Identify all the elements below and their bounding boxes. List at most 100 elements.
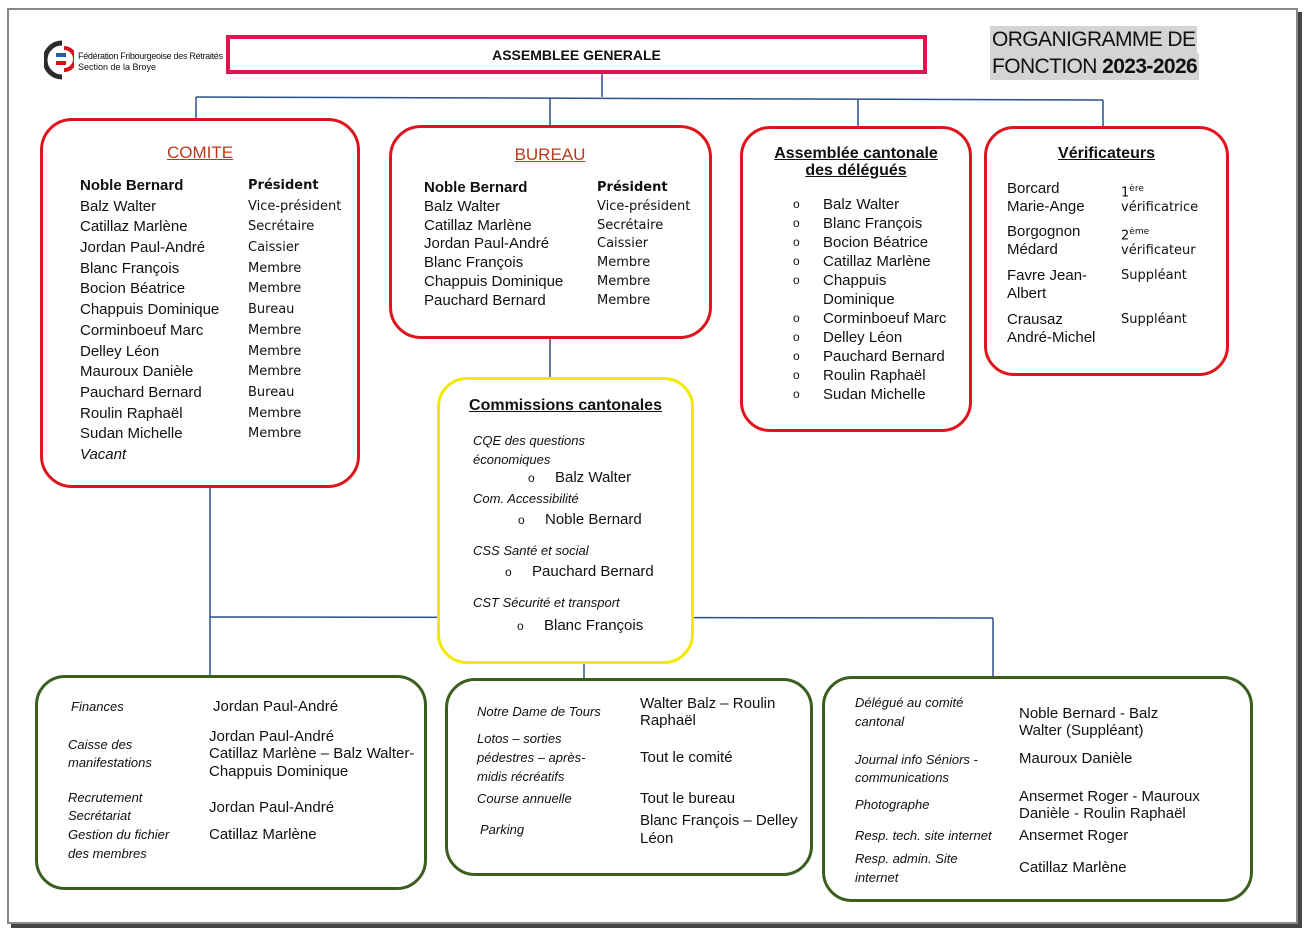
cantonale-member: o Roulin Raphaël	[793, 366, 946, 385]
resp-admin-label-2: internet	[855, 870, 899, 885]
verificateur-name-2: Marie-Ange	[1007, 198, 1085, 215]
bullet-icon: o	[517, 619, 524, 633]
commissions-box	[437, 377, 694, 664]
comite-member-name: Roulin Raphaël	[80, 404, 183, 422]
photographe-value-2: Danièle - Roulin Raphaël	[1019, 805, 1186, 822]
role-suffix: ère	[1129, 184, 1144, 194]
finances-label: Finances	[71, 699, 124, 714]
comite-member-name: Balz Walter	[80, 197, 157, 215]
comite-title: COMITE	[166, 143, 234, 162]
bullet-icon: o	[518, 513, 525, 527]
resp-tech-value: Ansermet Roger	[1019, 827, 1129, 844]
logo-line1: Fédération Fribourgeoise des Retraités	[78, 51, 223, 61]
caisse-value-2: Catillaz Marlène – Balz Walter-	[209, 745, 415, 762]
bullet-icon: o	[793, 254, 800, 268]
journal-label-2: communications	[855, 770, 949, 785]
gestion-label-1: Gestion du fichier	[68, 827, 170, 842]
secretariat-label: Secrétariat	[68, 808, 131, 823]
gestion-label-2: des membres	[68, 846, 147, 861]
verificateur-name-2: André-Michel	[1007, 329, 1096, 346]
comite-member-name: Corminboeuf Marc	[80, 321, 204, 339]
comite-member-name: Pauchard Bernard	[80, 383, 202, 401]
commission-member: Balz Walter	[555, 469, 632, 486]
bureau-member-name: Jordan Paul-André	[424, 235, 550, 253]
commission-member: Noble Bernard	[545, 511, 642, 528]
comite-member-role: Bureau	[248, 302, 295, 318]
photographe-value-1: Ansermet Roger - Mauroux	[1019, 788, 1200, 805]
cantonale-member-name: Dominique	[823, 291, 895, 308]
parking-value-1: Blanc François – Delley	[640, 812, 798, 829]
comite-member-name: Blanc François	[80, 259, 180, 277]
delegue-label-2: cantonal	[855, 714, 905, 729]
cantonale-member-name: Delley Léon	[823, 329, 903, 346]
cantonale-member: o Bocion Béatrice	[793, 233, 946, 252]
assemblee-generale-label: ASSEMBLEE GENERALE	[492, 47, 661, 63]
comite-member-name: Sudan Michelle	[80, 425, 183, 443]
comite-member-name: Bocion Béatrice	[80, 280, 186, 298]
cantonale-title-line1: Assemblée cantonale	[774, 145, 938, 162]
bullet-icon: o	[793, 387, 800, 401]
comite-row: Pauchard Bernard Bureau	[80, 383, 350, 404]
delegue-label-1: Délégué au comité	[855, 695, 964, 710]
cantonale-title-line2: des délégués	[805, 162, 907, 179]
verificateurs-box	[984, 126, 1229, 376]
cantonale-member-name: Corminboeuf Marc	[823, 310, 947, 327]
comite-member-name: Chappuis Dominique	[80, 301, 220, 319]
course-value: Tout le bureau	[640, 790, 736, 807]
title-fonction: FONCTION	[992, 55, 1097, 78]
comite-box	[40, 118, 360, 488]
title-years: 2023-2026	[1102, 55, 1198, 78]
verificateurs-title: Vérificateurs	[1058, 145, 1155, 162]
lotos-label-1: Lotos – sorties	[477, 731, 562, 746]
bullet-icon: o	[793, 235, 800, 249]
bureau-member-name: Blanc François	[424, 254, 524, 272]
cantonale-member-name: Chappuis	[823, 272, 887, 289]
verificateur-name-1: Borgognon	[1007, 223, 1081, 240]
comite-member-name: Delley Léon	[80, 342, 160, 360]
comite-member-name: Jordan Paul-André	[80, 239, 206, 257]
verificateur-role: vérificateur	[1121, 243, 1196, 258]
bullet-icon: o	[793, 368, 800, 382]
parking-label: Parking	[480, 822, 525, 837]
parking-value-2: Léon	[640, 830, 674, 847]
cantonale-member-name: Catillaz Marlène	[823, 253, 931, 270]
cantonale-title: Assemblée cantonale des délégués	[745, 145, 967, 179]
journal-value: Mauroux Danièle	[1019, 750, 1133, 767]
verificateur-name-2: Médard	[1007, 241, 1058, 258]
comite-member-role: Secrétaire	[248, 219, 315, 235]
cantonale-member-name: Bocion Béatrice	[823, 234, 929, 251]
cantonale-member-name: Roulin Raphaël	[823, 367, 926, 384]
logo: Fédération Fribourgeoise des Retraités S…	[44, 40, 223, 82]
lotos-label-2: pédestres – après-	[477, 750, 586, 765]
commission-label-2: économiques	[473, 452, 551, 467]
role-number: 1	[1121, 185, 1130, 201]
bureau-box	[389, 125, 712, 339]
commission-member: Blanc François	[544, 617, 644, 634]
caisse-label-2: manifestations	[68, 755, 152, 770]
logo-line2: Section de la Broye	[78, 62, 157, 72]
bureau-member-role: Vice-président	[597, 198, 691, 214]
comite-row: Delley Léon Membre	[80, 342, 350, 363]
cantonale-member-name: Blanc François	[823, 215, 923, 232]
comite-member-name: Noble Bernard	[80, 177, 184, 194]
comite-member-role: Membre	[248, 343, 302, 359]
verificateur-role-number: 2ème	[1121, 223, 1149, 245]
delegue-value-2: Walter (Suppléant)	[1019, 722, 1144, 739]
comite-member-role: Bureau	[248, 384, 295, 400]
bureau-member-name: Chappuis Dominique	[424, 272, 564, 290]
